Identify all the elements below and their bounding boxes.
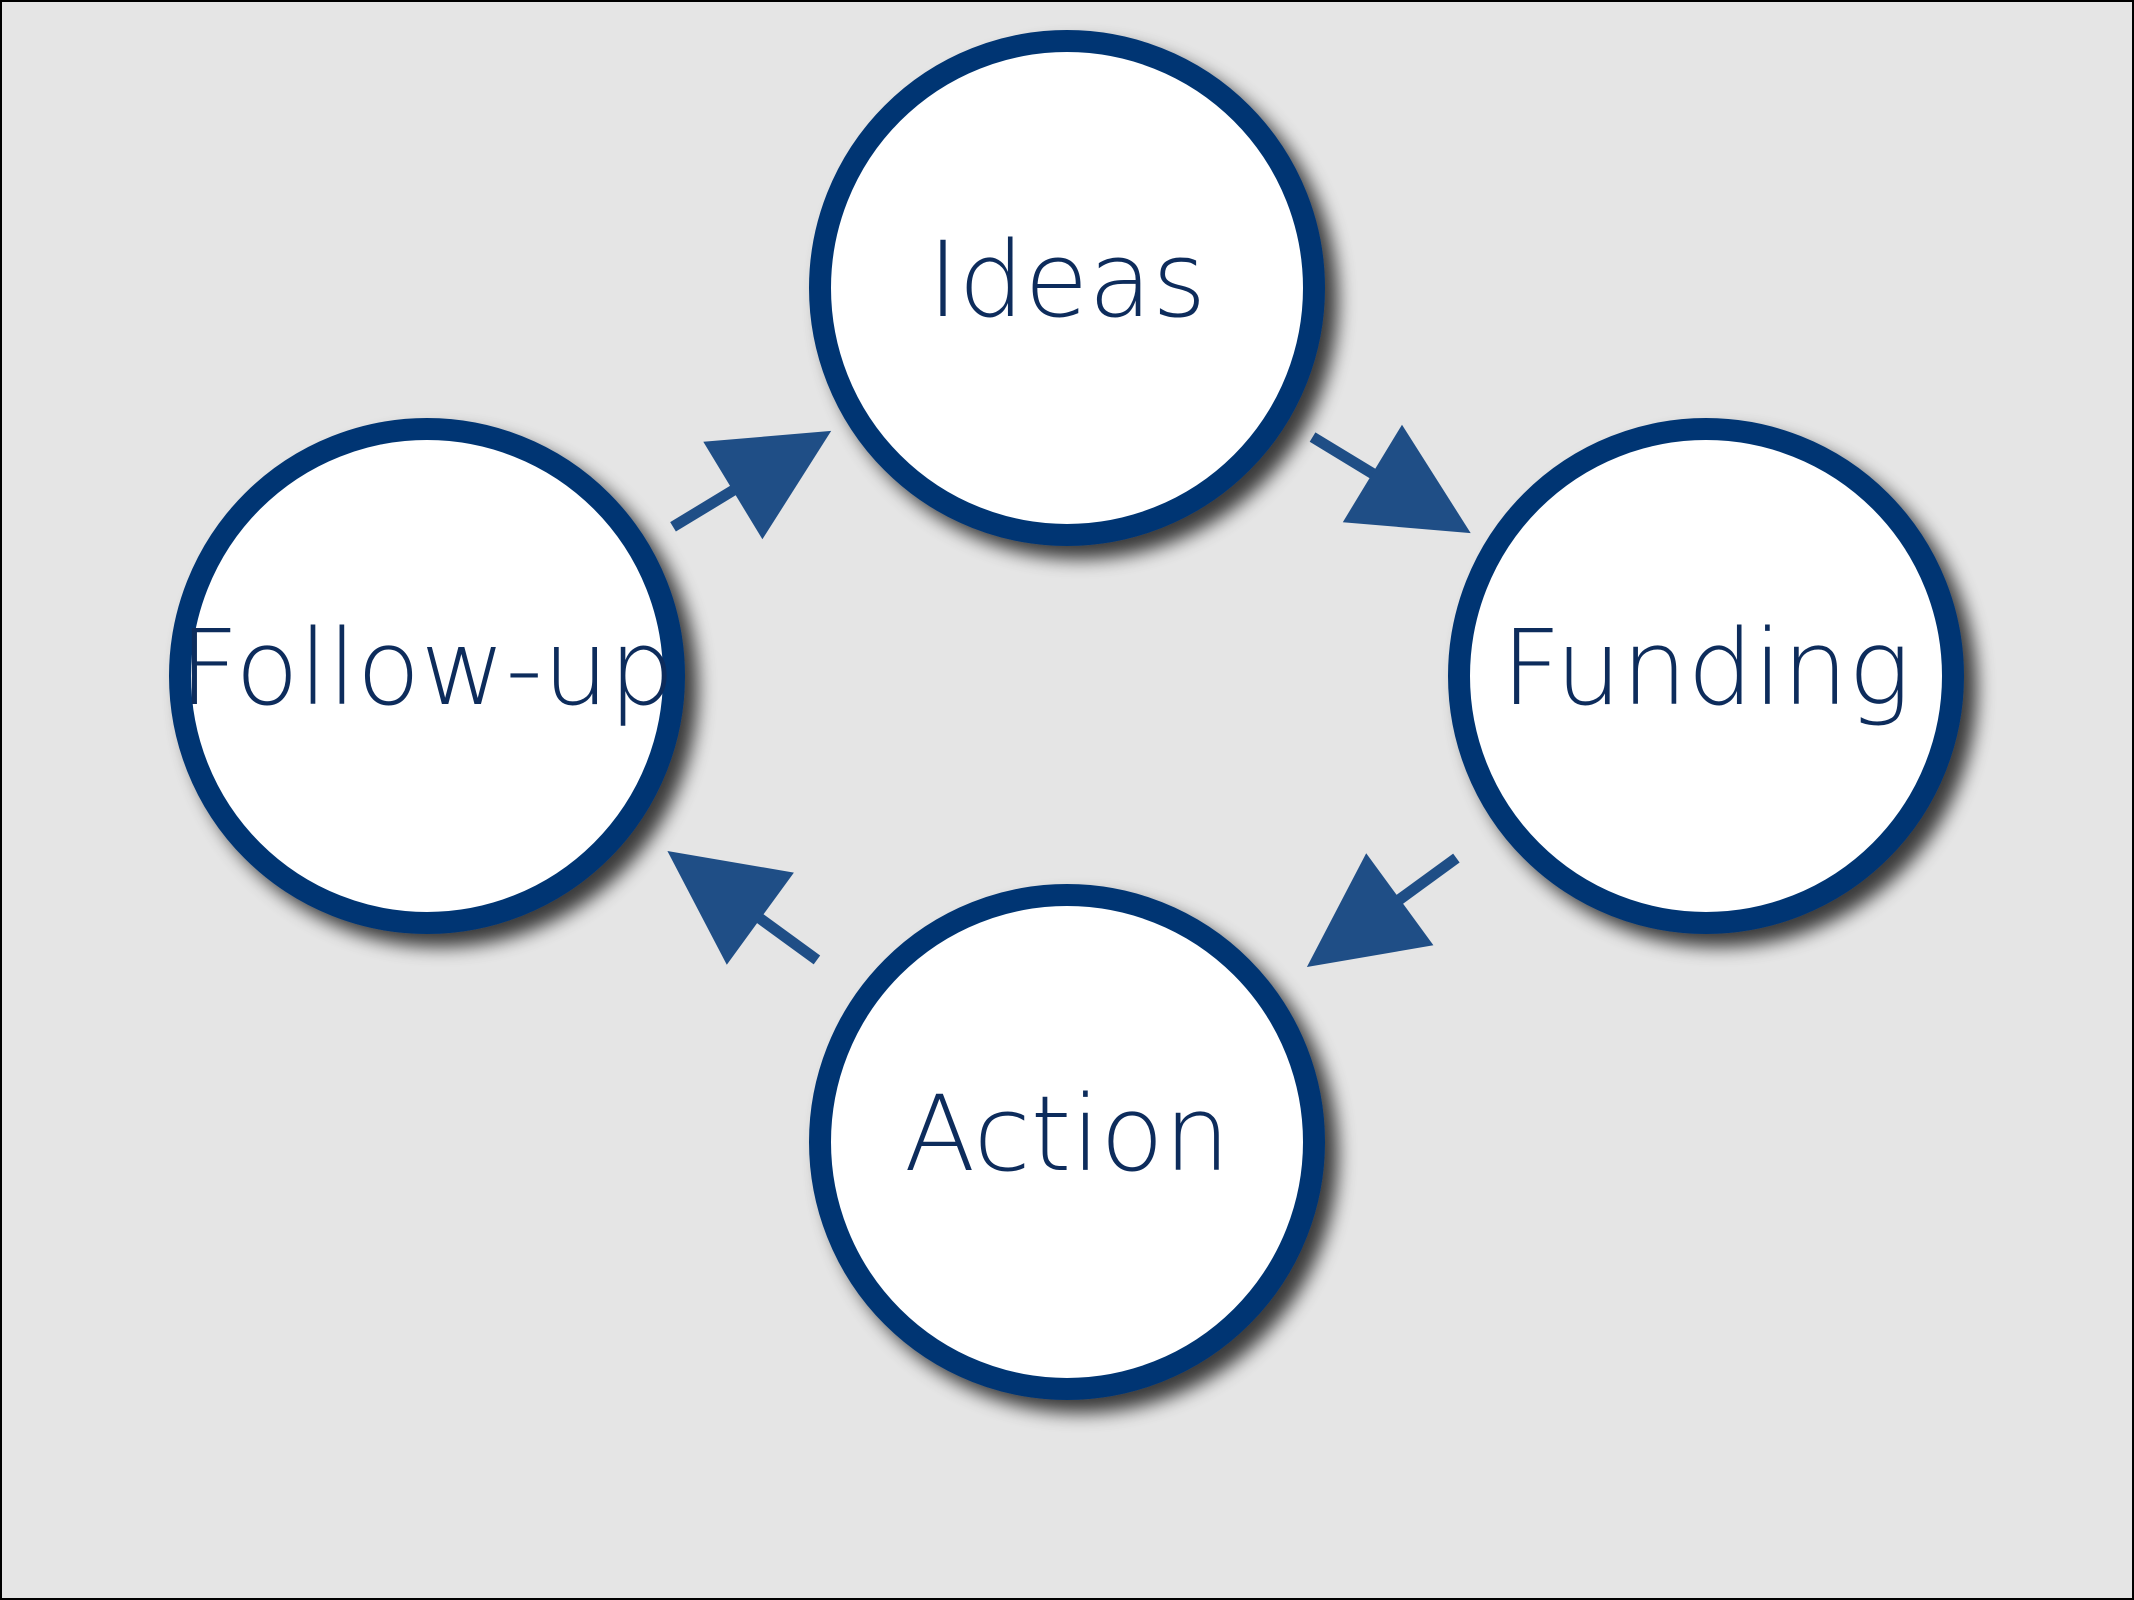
arrow-head	[1342, 424, 1471, 534]
node-label-follow-up: Follow-up	[179, 607, 675, 729]
node-circle-action	[809, 884, 1325, 1400]
node-circle-follow-up	[169, 418, 685, 934]
node-circle-funding	[1448, 418, 1964, 934]
node-action: Action	[809, 884, 1325, 1400]
node-funding: Funding	[1448, 418, 1964, 934]
node-label-action: Action	[904, 1073, 1230, 1195]
node-circle-ideas	[809, 30, 1325, 546]
arrow-shaft	[1393, 853, 1460, 907]
arrow-shaft	[753, 911, 821, 965]
arrow-head	[667, 851, 794, 965]
node-label-ideas: Ideas	[928, 219, 1207, 341]
arrow-follow-up-to-ideas	[670, 430, 832, 540]
arrow-ideas-to-funding	[1309, 424, 1471, 534]
node-label-funding: Funding	[1501, 607, 1910, 729]
arrow-shaft	[1309, 432, 1379, 481]
arrow-head	[1306, 853, 1434, 967]
edges-layer	[667, 424, 1471, 967]
arrow-head	[703, 430, 832, 540]
arrow-shaft	[670, 483, 740, 532]
node-follow-up: Follow-up	[169, 418, 685, 934]
node-ideas: Ideas	[809, 30, 1325, 546]
arrow-action-to-follow-up	[667, 851, 821, 965]
arrow-funding-to-action	[1306, 853, 1460, 967]
